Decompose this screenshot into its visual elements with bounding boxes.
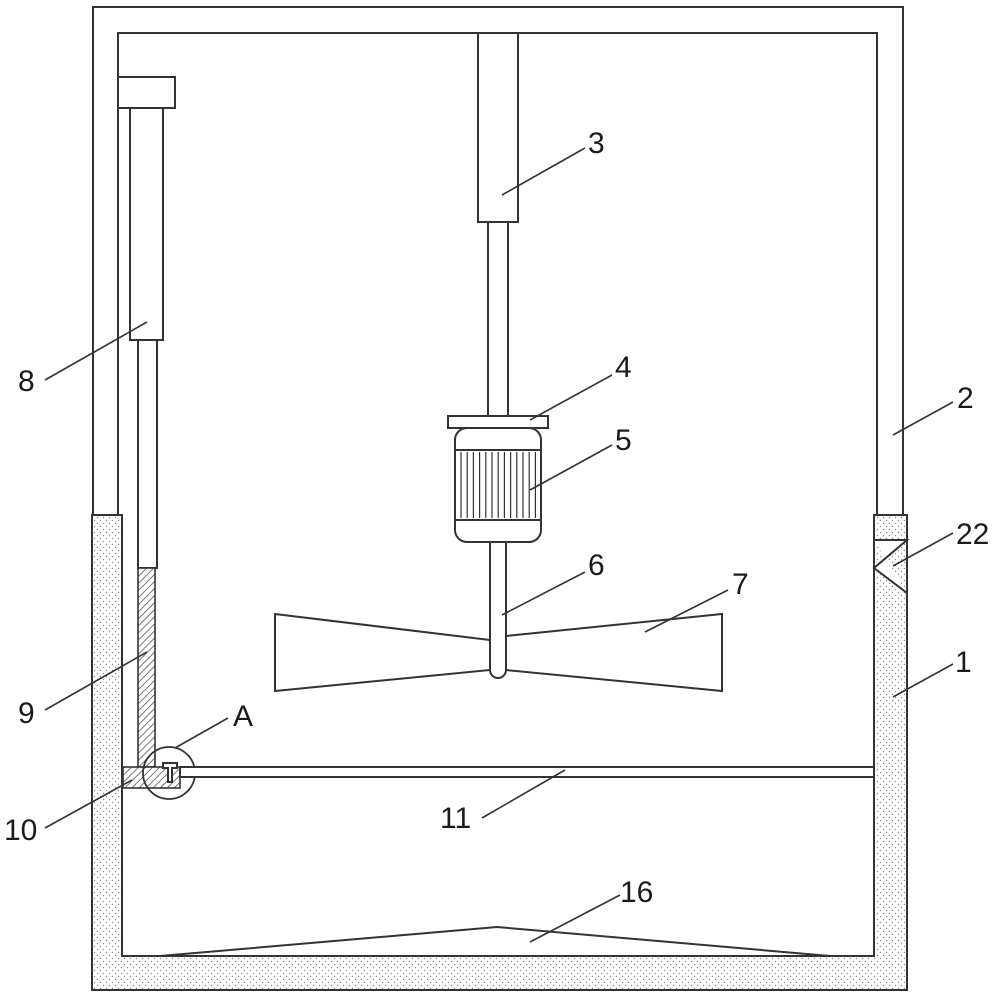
leader-3 xyxy=(501,147,586,196)
label-4: 4 xyxy=(615,351,632,384)
side-cylinder-cap xyxy=(117,76,176,109)
label-a: A xyxy=(233,700,253,733)
label-3: 3 xyxy=(588,127,605,160)
label-16: 16 xyxy=(620,876,653,909)
side-outlet xyxy=(872,539,910,594)
leader-16 xyxy=(529,894,621,943)
leader-9 xyxy=(44,651,148,711)
label-2: 2 xyxy=(957,382,974,415)
label-8: 8 xyxy=(18,365,35,398)
leader-a xyxy=(174,717,229,749)
label-10: 10 xyxy=(4,814,37,847)
leader-22 xyxy=(892,532,954,567)
label-9: 9 xyxy=(18,697,35,730)
side-piston-rod xyxy=(137,339,158,569)
side-cylinder xyxy=(129,107,164,341)
label-5: 5 xyxy=(615,424,632,457)
label-7: 7 xyxy=(732,568,749,601)
label-6: 6 xyxy=(588,549,605,582)
slider-pin xyxy=(162,762,178,783)
tank-body xyxy=(91,514,908,991)
stirring-blade-right xyxy=(505,612,723,693)
leader-7 xyxy=(644,589,729,633)
motor-fins xyxy=(460,452,537,518)
leader-1 xyxy=(892,663,954,698)
leader-6 xyxy=(501,571,586,616)
leader-8 xyxy=(44,321,148,381)
leader-10 xyxy=(44,779,133,829)
leader-5 xyxy=(529,444,613,491)
connecting-rod xyxy=(137,567,156,768)
floor-slope xyxy=(159,925,831,957)
stirring-blade-left xyxy=(274,612,491,693)
main-piston-rod xyxy=(487,221,509,417)
leader-11 xyxy=(481,769,566,819)
label-1: 1 xyxy=(955,646,972,679)
filter-plate xyxy=(179,766,875,778)
label-22: 22 xyxy=(956,518,989,551)
main-cylinder xyxy=(477,32,519,223)
leader-4 xyxy=(529,374,613,421)
stirring-shaft xyxy=(489,541,507,679)
label-11: 11 xyxy=(440,802,471,835)
leader-2 xyxy=(892,401,954,436)
